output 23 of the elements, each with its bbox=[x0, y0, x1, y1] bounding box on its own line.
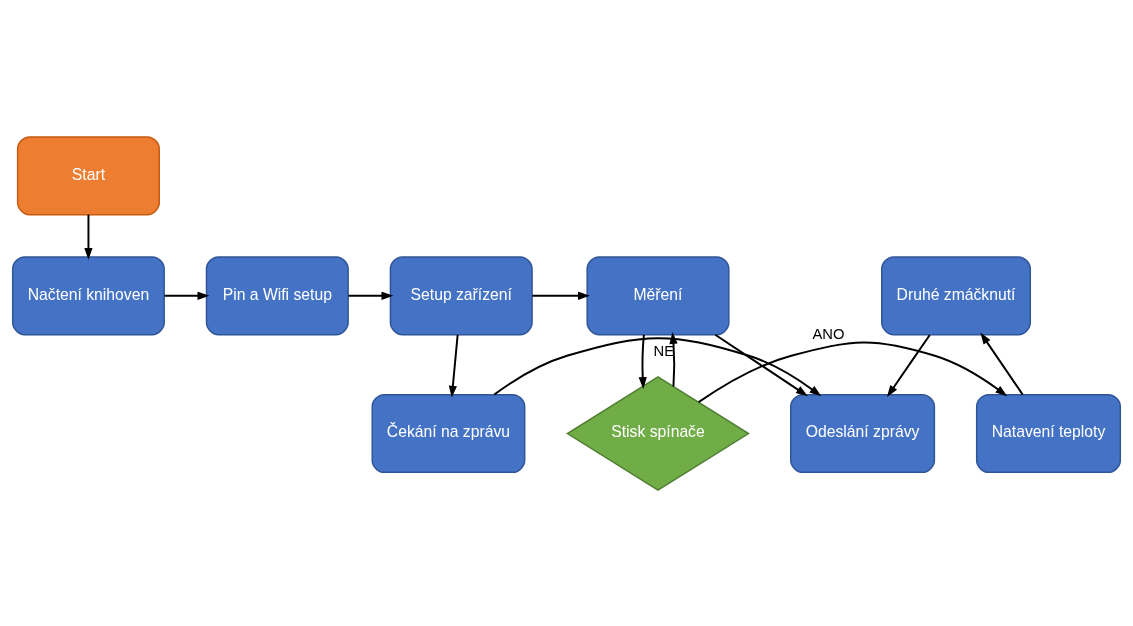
arrow bbox=[493, 336, 822, 396]
node-box: Start bbox=[16, 135, 160, 215]
node-box: Čekání na zprávu bbox=[371, 393, 526, 473]
arrow bbox=[448, 333, 459, 398]
edge-label: ANO bbox=[812, 325, 845, 342]
node-box: Odeslání zprávy bbox=[790, 393, 936, 473]
node-box: Druhé zmáčknutí bbox=[881, 255, 1032, 335]
arrow bbox=[531, 291, 590, 300]
node-box: Načtení knihoven bbox=[11, 255, 165, 335]
arrow bbox=[714, 333, 808, 396]
arrow bbox=[84, 213, 93, 260]
arrow bbox=[697, 341, 1008, 403]
arrow bbox=[886, 333, 931, 397]
arrow bbox=[638, 333, 647, 389]
arrow bbox=[347, 291, 394, 300]
node-box: Pin a Wifi setup bbox=[205, 255, 349, 335]
edge-label: NE bbox=[653, 342, 675, 359]
arrow bbox=[980, 332, 1024, 396]
node-box: Měření bbox=[586, 255, 730, 335]
node-box: Natavení teploty bbox=[975, 393, 1122, 473]
arrow bbox=[163, 291, 210, 300]
node-box: Setup zařízení bbox=[389, 255, 533, 335]
arrow bbox=[669, 331, 678, 387]
